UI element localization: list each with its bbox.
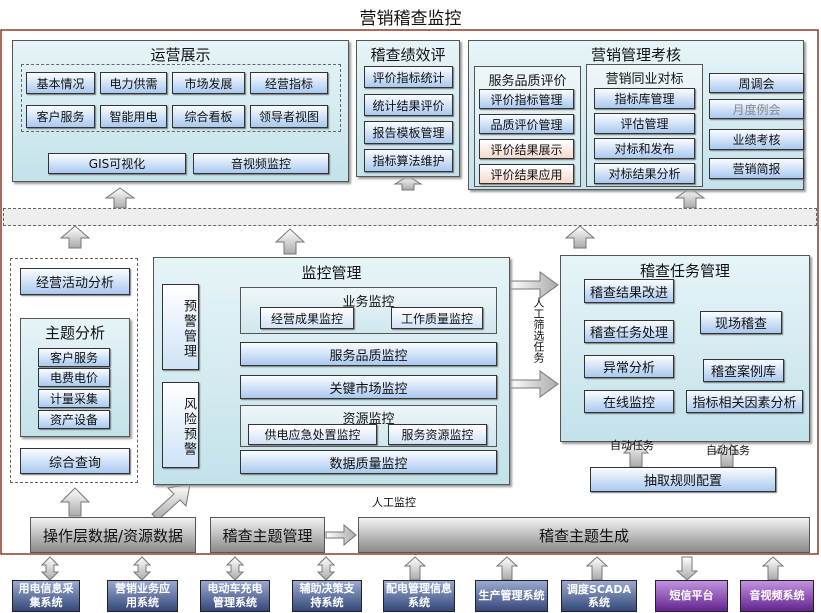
tybd-item[interactable]: 指标库管理	[594, 88, 695, 109]
fwpz-item[interactable]: 评价结果展示	[479, 139, 574, 159]
ztfx-item[interactable]: 客户服务	[38, 348, 110, 367]
xcjc-button[interactable]: 现场稽查	[700, 311, 782, 334]
yunying-item[interactable]: 智能用电	[100, 105, 167, 128]
system-box[interactable]: 用电信息采集系统	[12, 580, 80, 612]
yunying-item[interactable]: 电力供需	[100, 72, 167, 94]
yunying-item[interactable]: 经营指标	[250, 72, 328, 94]
yjgl-box[interactable]: 预警管理	[162, 284, 199, 370]
jyhd-button[interactable]: 经营活动分析	[20, 268, 130, 295]
system-box[interactable]: 辅助决策支持系统	[292, 580, 362, 612]
analysis-group	[10, 258, 138, 483]
ztgl-bar[interactable]: 稽查主题管理	[210, 517, 325, 553]
ztfx-title: 主题分析	[44, 324, 105, 342]
alk-button[interactable]: 稽查案例库	[703, 359, 784, 382]
zhcx-button[interactable]: 综合查询	[20, 448, 130, 474]
up-arrows	[59, 129, 741, 521]
yeji-button[interactable]: 业绩考核	[709, 129, 804, 150]
zyjk-group: 资源监控 供电应急处置监控 服务资源监控	[240, 405, 497, 447]
fwpz-item[interactable]: 品质评价管理	[479, 114, 574, 134]
tybd-item[interactable]: 对标和发布	[594, 138, 695, 159]
ywjk-item[interactable]: 经营成果监控	[260, 307, 354, 329]
tybd-item[interactable]: 评估管理	[594, 113, 695, 134]
kaohe-panel: 营销管理考核 服务品质评价 评价指标管理 品质评价管理 评价结果展示 评价结果应…	[468, 40, 804, 190]
fwpz-item[interactable]: 评价结果应用	[479, 164, 574, 184]
ywjk-title: 业务监控	[342, 295, 395, 310]
sms-platform-box[interactable]: 短信平台	[655, 580, 728, 612]
fwpz-item[interactable]: 评价指标管理	[479, 89, 574, 109]
jixiao-item[interactable]: 统计结果评价	[364, 94, 453, 116]
auto-task-label: 自动任务	[610, 439, 654, 452]
av-monitor-button[interactable]: 音视频监控	[193, 153, 329, 174]
yunying-item[interactable]: 市场发展	[172, 72, 245, 94]
gis-button[interactable]: GIS可视化	[48, 153, 186, 174]
jixiao-item[interactable]: 指标算法维护	[364, 149, 453, 172]
tybd-title: 营销同业对标	[605, 72, 684, 87]
zyjk-item[interactable]: 供电应急处置监控	[248, 424, 377, 445]
yunying-title: 运营展示	[150, 46, 211, 64]
outer-frame	[0, 29, 819, 555]
zyjk-item[interactable]: 服务资源监控	[388, 424, 487, 445]
auto-task-label: 自动任务	[706, 444, 750, 457]
gjsc-button[interactable]: 关键市场监控	[240, 375, 497, 399]
system-box[interactable]: 营销业务应用系统	[107, 580, 178, 612]
jianbao-button[interactable]: 营销简报	[709, 158, 804, 179]
zyjk-title: 资源监控	[342, 412, 395, 427]
yunying-item[interactable]: 综合看板	[172, 105, 245, 128]
zxjk-button[interactable]: 在线监控	[584, 390, 674, 413]
yunying-item[interactable]: 基本情况	[26, 72, 95, 94]
jixiao-title: 稽查绩效评	[370, 46, 446, 64]
rgjk-label: 人工监控	[372, 496, 416, 509]
system-box[interactable]: 生产管理系统	[475, 580, 548, 612]
fwpz-group: 服务品质评价 评价指标管理 品质评价管理 评价结果展示 评价结果应用	[474, 66, 581, 187]
cqgz-button[interactable]: 抽取规则配置	[590, 467, 776, 492]
yuedu-button[interactable]: 月度例会	[709, 99, 804, 119]
yunying-panel: 运营展示 基本情况 电力供需 市场发展 经营指标 客户服务 智能用电 综合看板 …	[12, 40, 349, 182]
integration-band	[3, 208, 817, 226]
system-box[interactable]: 配电管理信息系统	[383, 580, 455, 612]
fwpz-title: 服务品质评价	[488, 74, 567, 89]
ztfx-item[interactable]: 资产设备	[38, 410, 110, 429]
ztsc-bar[interactable]: 稽查主题生成	[358, 517, 810, 553]
jiankong-title: 监控管理	[301, 264, 362, 282]
yunying-dashed-group	[21, 64, 341, 132]
page-title: 营销稽查监控	[359, 9, 462, 29]
fxyj-box[interactable]: 风险预警	[162, 382, 199, 468]
rwcl-button[interactable]: 稽查任务处理	[584, 320, 674, 343]
jggj-button[interactable]: 稽查结果改进	[584, 279, 674, 303]
ztfx-item[interactable]: 计量采集	[38, 389, 110, 408]
ztfx-panel: 主题分析 客户服务 电费电价 计量采集 资产设备	[20, 318, 130, 437]
system-arrows	[40, 556, 785, 581]
rgsx-label: 人工筛选任务	[532, 297, 545, 363]
ywjk-group: 业务监控 经营成果监控 工作质量监控	[240, 287, 497, 334]
sjzl-button[interactable]: 数据质量监控	[240, 450, 497, 474]
zhouhui-button[interactable]: 周调会	[709, 73, 804, 93]
fwpzjk-button[interactable]: 服务品质监控	[240, 342, 497, 366]
renwu-title: 稽查任务管理	[639, 262, 730, 280]
jixiao-item[interactable]: 报告模板管理	[364, 121, 453, 144]
yunying-item[interactable]: 客户服务	[26, 105, 95, 128]
jixiao-item[interactable]: 评价指标统计	[364, 66, 453, 88]
system-box[interactable]: 电动车充电管理系统	[200, 580, 270, 612]
system-box[interactable]: 调度SCADA系统	[561, 580, 637, 612]
ycfx-button[interactable]: 异常分析	[584, 355, 674, 378]
tybd-item[interactable]: 对标结果分析	[594, 163, 695, 184]
yunying-item[interactable]: 领导者视图	[250, 105, 328, 128]
av-system-box[interactable]: 音视频系统	[740, 580, 814, 612]
jixiao-panel: 稽查绩效评 评价指标统计 统计结果评价 报告模板管理 指标算法维护	[356, 40, 460, 177]
czc-data-bar[interactable]: 操作层数据/资源数据	[30, 517, 196, 553]
kaohe-title: 营销管理考核	[590, 46, 681, 64]
tybd-group: 营销同业对标 指标库管理 评估管理 对标和发布 对标结果分析	[586, 64, 703, 187]
zbxg-button[interactable]: 指标相关因素分析	[686, 390, 803, 413]
ywjk-item[interactable]: 工作质量监控	[391, 307, 483, 329]
ztfx-item[interactable]: 电费电价	[38, 368, 110, 387]
